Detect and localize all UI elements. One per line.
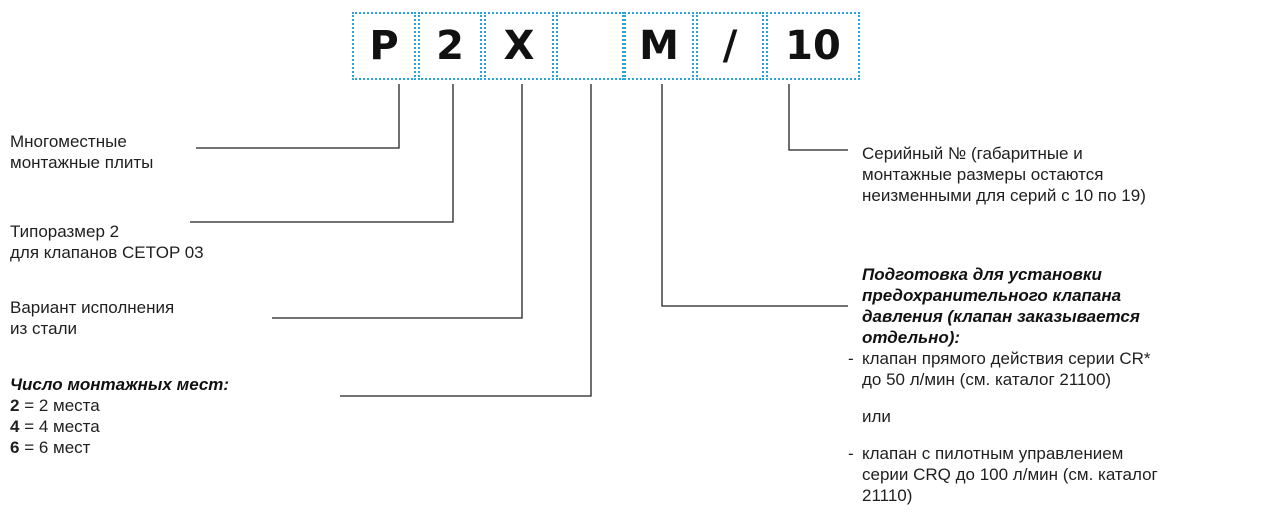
code-segment-count [556, 12, 624, 80]
leader-line-places [340, 84, 592, 397]
relief-option-pilot: - клапан с пилотным управлением серии CR… [848, 444, 1158, 505]
code-segment-p: P [352, 12, 416, 80]
label-plates: Многоместные монтажные плиты [10, 132, 154, 172]
relief-or: или [862, 407, 891, 426]
label-relief: Подготовка для установки предохранительн… [848, 264, 1158, 506]
places-option: 6 = 6 мест [10, 438, 91, 457]
leader-line-serial [788, 84, 848, 151]
places-option: 2 = 2 места [10, 396, 100, 415]
code-segment-serial: 10 [766, 12, 860, 80]
code-segment-m: M [624, 12, 694, 80]
leader-line-plates [196, 84, 400, 149]
label-serial: Серийный № (габаритные и монтажные разме… [862, 144, 1146, 205]
code-segment-slash: / [696, 12, 764, 80]
code-segment-2: 2 [418, 12, 482, 80]
relief-option-direct: - клапан прямого действия серии CR* до 5… [848, 349, 1151, 389]
leader-line-relief [661, 84, 848, 307]
label-material: Вариант исполнения из стали [10, 298, 175, 338]
leader-line-material [272, 84, 523, 319]
label-places: Число монтажных мест: 2 = 2 места 4 = 4 … [10, 374, 229, 458]
code-segment-x: X [484, 12, 554, 80]
leader-line-size [190, 84, 454, 223]
relief-title: Подготовка для установки предохранительн… [862, 265, 1140, 347]
places-title: Число монтажных мест: [10, 375, 230, 394]
label-size: Типоразмер 2 для клапанов CETOP 03 [10, 222, 204, 262]
places-option: 4 = 4 места [10, 417, 100, 436]
